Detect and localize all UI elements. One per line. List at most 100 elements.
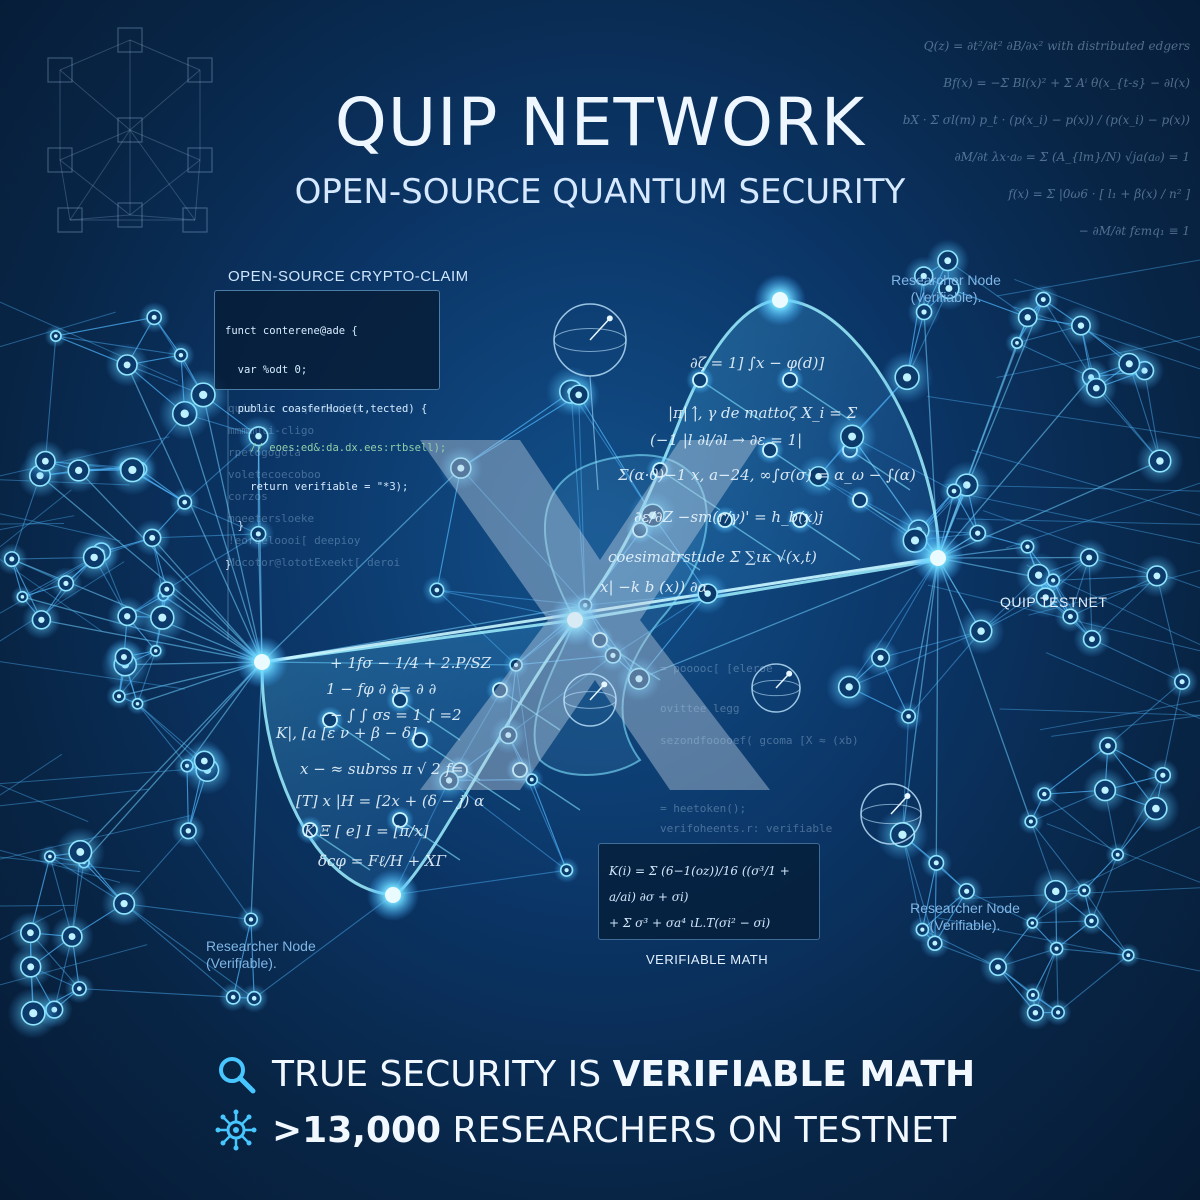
ribbon-formula: K Ξ [ e] I = [π/x] — [303, 822, 429, 840]
block-icon — [117, 117, 143, 143]
sphere-equator — [751, 679, 801, 697]
node-core — [610, 652, 616, 658]
node-core — [1156, 457, 1164, 465]
node-core — [1086, 554, 1093, 561]
node-core — [1101, 786, 1109, 794]
block-icon — [47, 147, 73, 173]
network-edge — [937, 317, 1029, 559]
node-core — [151, 314, 157, 320]
block-icon — [57, 207, 83, 233]
corner-formula: f(x) = Σ |0ω6 · [ l₁ + β(x) / n² ] — [1008, 187, 1190, 201]
tagline-security: TRUE SECURITY IS VERIFIABLE MATH — [214, 1052, 975, 1096]
ribbon-node — [302, 822, 318, 838]
network-edge — [460, 467, 586, 606]
node-core — [704, 590, 711, 597]
node-core — [54, 334, 58, 338]
node-core — [1040, 297, 1046, 303]
node-label-line: (Verifiable). — [910, 289, 982, 305]
ribbon-formula: x − ≈ subrss π √ 2 f= — [300, 760, 464, 778]
network-edge — [971, 449, 1200, 516]
node-core — [1054, 946, 1059, 951]
ribbon-node — [782, 372, 798, 388]
node-core — [135, 701, 140, 706]
node-core — [434, 587, 440, 593]
node-core — [906, 713, 911, 719]
node-label-line: (Verifiable). — [206, 955, 277, 971]
node-core — [845, 683, 853, 691]
sphere-vector-tip — [601, 681, 608, 688]
node-core — [1082, 888, 1087, 893]
node-core — [128, 465, 137, 475]
code-panel-label: OPEN-SOURCE CRYPTO-CLAIM — [228, 268, 469, 285]
node-core — [910, 536, 920, 545]
node-core — [185, 828, 192, 834]
ghost-code-line: moeetersloeke — [228, 512, 315, 525]
network-edge — [0, 661, 185, 690]
block-icon — [182, 207, 208, 233]
network-edge — [1083, 890, 1129, 956]
block-edge — [129, 129, 196, 221]
tagline-suffix: RESEARCHERS ON TESTNET — [441, 1109, 956, 1151]
node-core — [529, 777, 534, 782]
network-edge — [1051, 714, 1200, 737]
node-core — [158, 613, 167, 622]
node-core — [27, 929, 34, 937]
node-core — [1042, 791, 1047, 797]
node-core — [230, 994, 236, 1000]
network-edge — [78, 469, 263, 663]
network-edge — [1057, 954, 1129, 1013]
network-edge — [1043, 793, 1119, 856]
math-line: + Σ σ³ + σa⁴ ιL.T(σi² − σi) — [609, 916, 771, 930]
sphere-equator — [860, 803, 922, 825]
block-edge — [194, 159, 201, 221]
node-core — [848, 432, 857, 441]
network-edge — [578, 394, 586, 606]
node-label-line: Researcher Node — [206, 938, 316, 954]
ghost-code-line: sezondfooooef( gcoma [X ≈ (xb) — [660, 734, 859, 747]
block-edge — [59, 159, 71, 221]
sphere-vector-tip — [904, 793, 911, 799]
network-edge — [187, 830, 252, 920]
node-core — [1028, 819, 1033, 824]
researcher-node-label-top-right: Researcher Node (Verifiable). — [866, 272, 1026, 306]
node-core — [944, 257, 952, 265]
node-core — [76, 848, 85, 856]
node-core — [1152, 804, 1160, 813]
ghost-code-line: corzos — [228, 490, 268, 503]
ribbon-node — [412, 732, 428, 748]
ribbon-formula: ∂ε/∂Z −sm(r/γ)' = h_b(x)j — [634, 508, 823, 526]
node-core — [505, 732, 512, 739]
researcher-node-label-bottom-right: Researcher Node (Verifiable). — [895, 900, 1035, 934]
code-line: } — [225, 520, 244, 532]
node-core — [68, 933, 76, 941]
network-edge — [0, 489, 72, 548]
verifiable-math-label: VERIFIABLE MATH — [646, 952, 769, 967]
block-edge — [59, 39, 131, 71]
node-core — [9, 556, 15, 562]
tagline-emphasis: VERIFIABLE MATH — [612, 1053, 976, 1095]
network-edge — [166, 533, 259, 590]
ribbon-node — [792, 512, 808, 528]
sphere-link — [589, 375, 599, 491]
network-edge — [531, 779, 568, 871]
network-edge — [79, 988, 234, 998]
block-edge — [59, 69, 131, 131]
ribbon-node — [692, 372, 708, 388]
math-line: K(i) = Σ (6−1(oz))/16 ((σ³/1 + a/ai) ∂σ … — [609, 864, 790, 904]
block-edge — [59, 129, 131, 161]
researcher-node-label-bottom-left: Researcher Node (Verifiable). — [206, 938, 346, 972]
hub-node — [567, 612, 583, 628]
network-edge — [261, 467, 462, 663]
sphere-vector-tip — [606, 315, 613, 322]
sphere-icons — [227, 303, 922, 845]
node-core — [898, 830, 907, 839]
network-icon — [214, 1108, 258, 1152]
block-edge — [129, 159, 201, 216]
block-edge — [129, 214, 196, 221]
corner-formula: bX · Σ σl(m) p_t · (p(x_i) − p(x)) / (p(… — [902, 113, 1190, 127]
ribbon-formula: δcφ = Fℓ/H + XΓ — [318, 852, 447, 870]
hub-node — [930, 550, 946, 566]
node-label-line: Researcher Node — [891, 272, 1001, 288]
network-edge — [0, 753, 63, 796]
